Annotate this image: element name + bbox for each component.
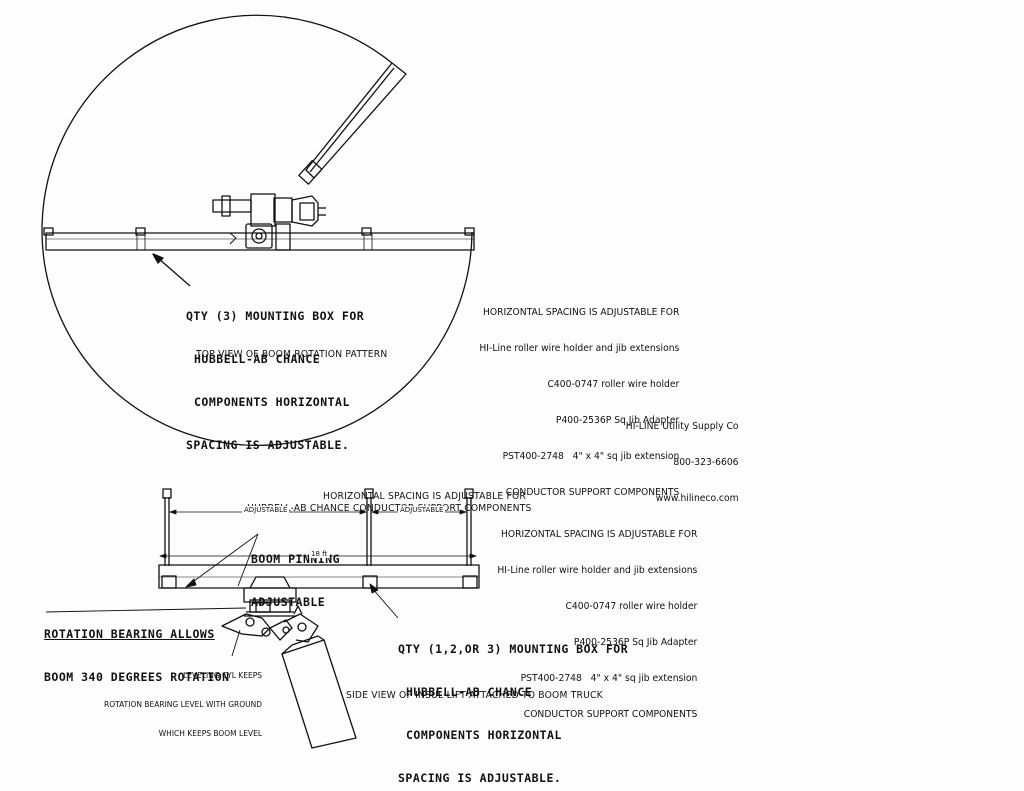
- top-view: [41, 14, 475, 446]
- boom-pinning-callout: BOOM PINNING ADJUSTABLE: [251, 551, 341, 609]
- rotation-bearing-assembly: [243, 576, 297, 617]
- adjustable-label-right: ADJUSTABLE: [398, 506, 446, 515]
- right-note-mid: HORIZONTAL SPACING IS ADJUSTABLE FOR HI-…: [497, 529, 697, 720]
- side-top-note: HORIZONTAL SPACING IS ADJUSTABLE FOR: [323, 491, 527, 502]
- company-info: HI-LINE Utility Supply Co 800-323-6606 w…: [626, 397, 739, 529]
- leveling-cylinder-note: LEVELING CYL KEEPS ROTATION BEARING LEVE…: [104, 670, 262, 739]
- side-mount-box-callout: QTY (1,2,OR 3) MOUNTING BOX FOR HUBBELL-…: [398, 641, 629, 786]
- side-leaders: [45, 533, 399, 657]
- side-crossarm: [158, 564, 480, 589]
- boom-truck-boom: [281, 635, 357, 749]
- rotation-bearing-callout: ROTATION BEARING ALLOWS BOOM 340 DEGREES…: [44, 626, 230, 684]
- company-website: www.hilineco.com: [656, 493, 739, 504]
- top-callout-leader: [152, 253, 191, 287]
- side-view-caption: SIDE VIEW OF INSUL-LIFT ATTACHED TO BOOM…: [346, 690, 603, 701]
- boom-extension-slanted: [298, 62, 407, 185]
- company-phone: 800-323-6606: [673, 457, 739, 468]
- top-turret: [212, 193, 326, 251]
- support-posts: [162, 488, 474, 566]
- right-note-top: HORIZONTAL SPACING IS ADJUSTABLE FOR HI-…: [479, 307, 679, 498]
- top-view-caption: TOP VIEW OF BOOM ROTATION PATTERN: [196, 349, 388, 360]
- adjustable-label-left: ADJUSTABLE: [242, 506, 290, 515]
- length-dimension-label: 18 ft: [309, 550, 330, 559]
- side-view: [45, 488, 480, 749]
- top-mount-box-callout: QTY (3) MOUNTING BOX FOR HUBBELL-AB CHAN…: [186, 308, 365, 453]
- company-name: HI-LINE Utility Supply Co: [626, 421, 739, 432]
- rotation-pattern-arc: [41, 14, 473, 446]
